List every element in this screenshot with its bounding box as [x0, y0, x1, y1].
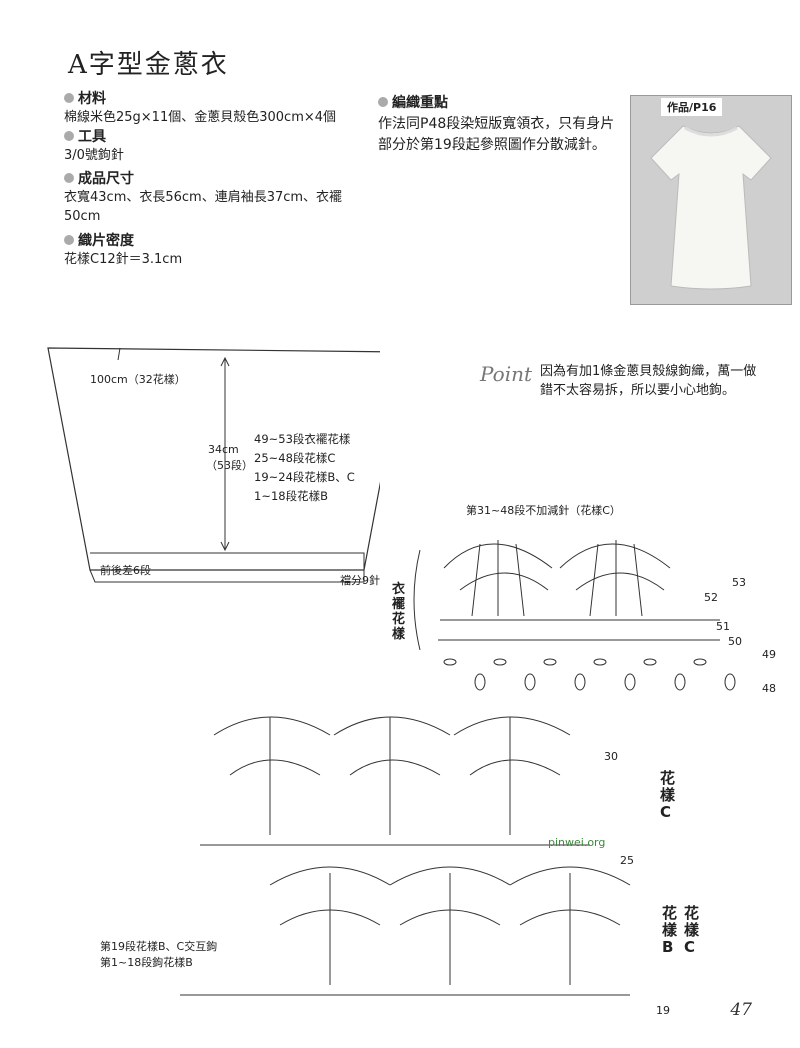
pattern-title: A字型金蔥衣 [68, 50, 229, 80]
point-note: Point 因為有加1條金蔥貝殼線鉤織，萬一做錯不太容易拆，所以要小心地鉤。 [480, 362, 768, 400]
tools-heading: 工具 [78, 129, 106, 145]
chart-note-1: 第19段花樣B、C交互鉤 [100, 940, 218, 953]
knitting-points-heading: 編織重點 [392, 95, 448, 111]
knitting-points-section: 編織重點 作法同P48段染短版寬領衣，只有身片部分於第19段起參照圖作分散減針。 [378, 92, 623, 156]
chart-note-2: 第1~18段鉤花樣B [100, 956, 193, 969]
main-row-19: 19 [656, 1004, 670, 1017]
row-range: 49~53段衣襬花樣 [254, 432, 351, 446]
gauge-section: 織片密度 花樣C12針＝3.1cm [64, 230, 182, 269]
gauge-heading: 織片密度 [78, 233, 134, 249]
hem-row-50: 50 [728, 635, 742, 648]
pattern-c-label: 花樣C [660, 769, 676, 821]
hem-row-48: 48 [762, 682, 776, 695]
watermark: pinwei.org [548, 836, 606, 849]
garment-photo: 作品/P16 [630, 95, 792, 305]
row-range: 19~24段花樣B、C [254, 470, 355, 484]
pattern-c-label-2: 花樣C [684, 904, 700, 956]
width-label: 100cm（32花樣） [90, 373, 186, 386]
materials-section: 材料 棉線米色25g×11個、金蔥貝殼色300cm×4個 [64, 88, 336, 127]
main-stitch-chart [180, 716, 631, 996]
row-range: 25~48段花樣C [254, 451, 336, 465]
hem-chart-caption: 第31~48段不加減針（花樣C） [466, 504, 621, 517]
hem-row-52: 52 [704, 591, 718, 604]
point-word: Point [480, 362, 533, 386]
bullet-icon [378, 97, 388, 107]
size-heading: 成品尺寸 [78, 171, 134, 187]
gauge-text: 花樣C12針＝3.1cm [64, 252, 183, 267]
size-section: 成品尺寸 衣寬43cm、衣長56cm、連肩袖長37cm、衣襬50cm [64, 168, 374, 226]
front-back-diff-label: 前後差6段 [100, 564, 151, 577]
main-row-25: 25 [620, 854, 634, 867]
hem-row-49: 49 [762, 648, 776, 661]
garment-illustration [631, 96, 791, 304]
hem-stitch-chart [413, 540, 736, 691]
rows-label: （53段） [206, 459, 253, 472]
photo-label: 作品/P16 [661, 98, 723, 116]
garment-schematic [47, 347, 380, 583]
main-row-30: 30 [604, 750, 618, 763]
pattern-b-label: 花樣B [662, 904, 678, 956]
page-number: 47 [730, 1000, 752, 1020]
row-range: 1~18段花樣B [254, 489, 328, 503]
bullet-icon [64, 131, 74, 141]
hem-row-53: 53 [732, 576, 746, 589]
split-label: 襠分9針 [340, 574, 380, 587]
hem-side-label: 衣襬花樣 [392, 582, 406, 642]
tools-text: 3/0號鉤針 [64, 148, 124, 163]
size-text: 衣寬43cm、衣長56cm、連肩袖長37cm、衣襬50cm [64, 190, 343, 224]
hem-row-51: 51 [716, 620, 730, 633]
materials-text: 棉線米色25g×11個、金蔥貝殼色300cm×4個 [64, 110, 337, 125]
row-breakdown: 49~53段衣襬花樣 25~48段花樣C 19~24段花樣B、C 1~18段花樣… [254, 430, 355, 506]
point-text: 因為有加1條金蔥貝殼線鉤織，萬一做錯不太容易拆，所以要小心地鉤。 [540, 364, 757, 398]
bullet-icon [64, 173, 74, 183]
height-label: 34cm [208, 443, 239, 456]
materials-heading: 材料 [78, 91, 106, 107]
bullet-icon [64, 235, 74, 245]
tools-section: 工具 3/0號鉤針 [64, 126, 124, 165]
bullet-icon [64, 93, 74, 103]
knitting-points-text: 作法同P48段染短版寬領衣，只有身片部分於第19段起參照圖作分散減針。 [378, 116, 615, 153]
